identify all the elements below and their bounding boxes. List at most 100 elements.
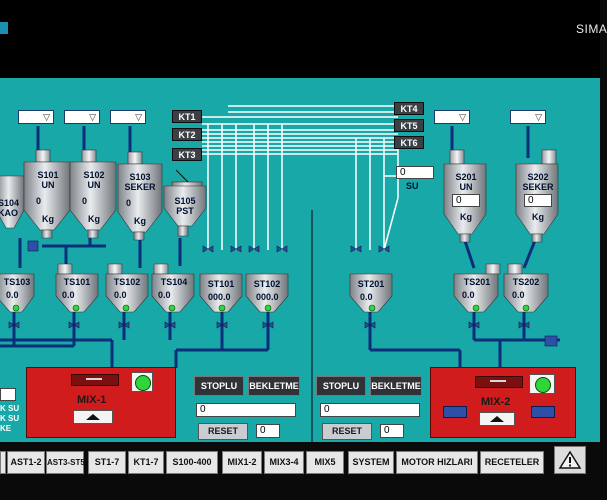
nav-st1-7[interactable]: ST1-7: [88, 451, 126, 474]
mixer-raise-button[interactable]: [73, 410, 113, 424]
left-side-label-2: K SU: [0, 414, 20, 423]
water-label: SU: [406, 181, 419, 191]
dropdown-s202[interactable]: ▽: [510, 110, 546, 124]
silo-s202-value: 0: [524, 194, 552, 207]
kt3-button[interactable]: KT3: [172, 148, 202, 161]
left-value-field[interactable]: 0: [196, 403, 296, 417]
nav-ast3-st5[interactable]: AST3-ST5: [46, 451, 85, 474]
reset-button-right[interactable]: RESET: [322, 423, 372, 440]
nav-motor-hizlari[interactable]: MOTOR HIZLARI: [396, 451, 478, 474]
silo-s102-unit: Kg: [88, 214, 100, 224]
warning-icon: [558, 450, 582, 469]
alarm-button[interactable]: [554, 446, 586, 474]
silo-s101-unit: Kg: [42, 214, 54, 224]
bekletme-button-left[interactable]: BEKLETME: [248, 376, 300, 396]
silo-s102-value: 0: [82, 196, 88, 206]
kt1-button[interactable]: KT1: [172, 110, 202, 123]
scale-vessels: [0, 263, 549, 313]
stoplu-button-right[interactable]: STOPLU: [316, 376, 366, 396]
stoplu-button-left[interactable]: STOPLU: [194, 376, 244, 396]
kt6-button[interactable]: KT6: [394, 136, 424, 149]
mixer-raise-button[interactable]: [479, 412, 515, 426]
mixer-mix2[interactable]: MIX-2: [430, 367, 576, 438]
tank-ts103-value: 0.0: [6, 290, 19, 300]
tank-ts201-label: TS201: [463, 277, 491, 287]
tank-ts102-value: 0.0: [114, 290, 127, 300]
tank-ts201-value: 0.0: [462, 290, 475, 300]
chevron-down-icon: ▽: [89, 112, 96, 122]
tank-ts101-label: TS101: [63, 277, 91, 287]
tank-ts103-label: TS103: [3, 277, 31, 287]
app-tab[interactable]: [0, 22, 8, 34]
dropdown-s101[interactable]: ▽: [18, 110, 54, 124]
nav-mix3-4[interactable]: MIX3-4: [264, 451, 304, 474]
kt5-button[interactable]: KT5: [394, 119, 424, 132]
tank-ts202-label: TS202: [512, 277, 540, 287]
mixer-mix1[interactable]: MIX-1: [26, 367, 176, 438]
left-cutoff-field: [0, 388, 16, 401]
tank-ts101-value: 0.0: [62, 290, 75, 300]
tank-st201-label: ST201: [357, 279, 385, 289]
valves: [8, 245, 530, 329]
status-green-icon: [135, 375, 151, 391]
chevron-down-icon: ▽: [459, 112, 466, 122]
right-value-field[interactable]: 0: [320, 403, 420, 417]
motor-icon: [531, 406, 555, 418]
kt4-button[interactable]: KT4: [394, 102, 424, 115]
silo-s101-value: 0: [36, 196, 42, 206]
reset-button-left[interactable]: RESET: [198, 423, 248, 440]
dropdown-s103[interactable]: ▽: [110, 110, 146, 124]
silo-s103-value: 0: [126, 198, 132, 208]
bekletme-button-right[interactable]: BEKLETME: [370, 376, 422, 396]
status-green-icon: [535, 377, 551, 393]
mixer-status-panel: [529, 374, 555, 394]
tank-ts104-label: TS104: [160, 277, 188, 287]
tank-ts104-value: 0.0: [158, 290, 171, 300]
screen-navigation: AST1-2 AST3-ST5 ST1-7 KT1-7 S100-400 MIX…: [0, 442, 600, 500]
arrow-up-icon: [86, 414, 100, 420]
left-reset-value: 0: [256, 424, 280, 438]
chevron-down-icon: ▽: [43, 112, 50, 122]
chevron-down-icon: ▽: [535, 112, 542, 122]
silo-s103-unit: Kg: [134, 216, 146, 226]
mixer-status-panel: [131, 372, 153, 392]
arrow-up-icon: [490, 416, 504, 422]
nav-mix5[interactable]: MIX5: [306, 451, 344, 474]
chevron-down-icon: ▽: [135, 112, 142, 122]
mixer-display: [475, 376, 523, 388]
dropdown-s102[interactable]: ▽: [64, 110, 100, 124]
right-reset-value: 0: [380, 424, 404, 438]
nav-system[interactable]: SYSTEM: [348, 451, 394, 474]
dropdown-s201[interactable]: ▽: [434, 110, 470, 124]
tank-st101-label: ST101: [207, 279, 235, 289]
nav-s100-400[interactable]: S100-400: [166, 451, 218, 474]
silo-s201-value: 0: [452, 194, 480, 207]
nav-receteler[interactable]: RECETELER: [480, 451, 544, 474]
silo-s202-unit: Kg: [532, 212, 544, 222]
silo-s201-unit: Kg: [460, 212, 472, 222]
tank-st201-value: 0.0: [360, 292, 373, 302]
kt2-button[interactable]: KT2: [172, 128, 202, 141]
nav-mix1-2[interactable]: MIX1-2: [222, 451, 262, 474]
nav-ast1-2[interactable]: AST1-2: [7, 451, 45, 474]
status-indicators: [12, 304, 530, 312]
brand-label: SIMA: [576, 22, 607, 36]
tank-ts202-value: 0.0: [512, 290, 525, 300]
motor-icon: [443, 406, 467, 418]
nav-kt1-7[interactable]: KT1-7: [128, 451, 164, 474]
left-side-label-3: KE: [0, 424, 12, 433]
tank-st102-label: ST102: [253, 279, 281, 289]
title-bar: SIMA: [0, 0, 607, 78]
tank-st102-value: 000.0: [256, 292, 279, 302]
mixer-display: [71, 374, 119, 386]
header-lines: [202, 105, 399, 251]
nav-partial-tab[interactable]: [0, 451, 6, 474]
mixer-mix1-label: MIX-1: [77, 394, 107, 406]
process-diagram: [0, 105, 560, 442]
